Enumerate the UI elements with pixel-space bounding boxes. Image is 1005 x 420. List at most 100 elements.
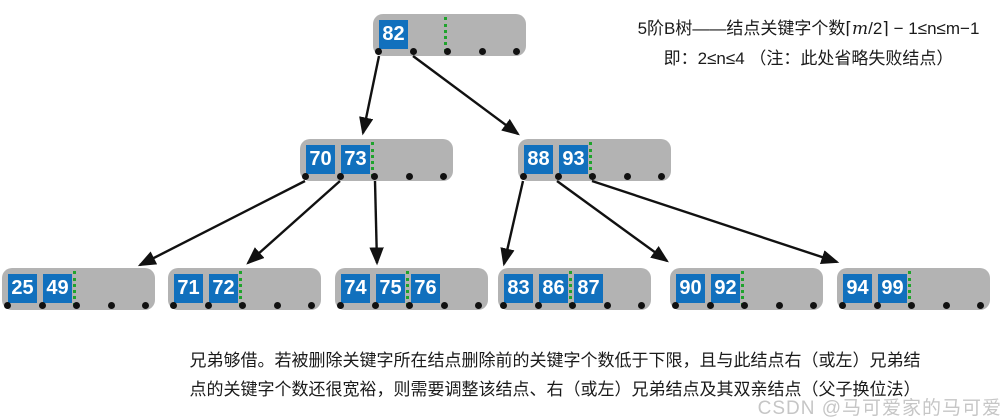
min-fill-divider: [741, 271, 744, 306]
key-box: 74: [341, 274, 370, 303]
child-pointer-dot: [406, 302, 414, 309]
child-pointer-dot: [589, 173, 597, 180]
edge-root-to-internal-right: [412, 55, 520, 136]
key-box: 71: [174, 274, 203, 303]
min-fill-divider: [569, 271, 572, 306]
child-pointer-dot: [942, 302, 950, 309]
child-pointer-dot: [810, 302, 818, 309]
child-pointer-dot: [440, 173, 448, 180]
child-pointer-dot: [554, 173, 562, 180]
min-fill-divider: [239, 271, 242, 306]
key-box: 75: [376, 274, 405, 303]
child-pointer-dot: [308, 302, 316, 309]
child-pointer-dot: [658, 173, 666, 180]
btree-node-internal-left: 70 73: [300, 139, 453, 181]
child-pointer-dot: [873, 302, 881, 309]
child-pointer-dot: [706, 302, 714, 309]
child-pointer-dot: [623, 173, 631, 180]
key-box: 86: [539, 274, 568, 303]
min-fill-divider: [589, 142, 592, 177]
min-fill-divider: [908, 271, 911, 306]
child-pointer-dot: [672, 302, 679, 309]
child-pointer-dot: [239, 302, 247, 309]
child-pointer-dot: [638, 302, 646, 309]
key-box: 94: [843, 274, 872, 303]
child-pointer-dot: [170, 302, 177, 309]
csdn-watermark: CSDN @马可爱家的马可爱: [757, 398, 1002, 419]
key-box: 99: [878, 274, 907, 303]
edge-internal-right-to-leaf-6: [591, 179, 840, 264]
child-pointer-dot: [977, 302, 985, 309]
child-pointer-dot: [142, 302, 150, 309]
title-math-m: m: [852, 19, 869, 39]
child-pointer-dot: [440, 302, 448, 309]
title-line1-prefix: 5阶B树——结点关键字个数⌈: [637, 19, 852, 38]
min-fill-divider: [73, 271, 76, 306]
child-pointer-dot: [444, 48, 452, 55]
key-box: 92: [711, 274, 740, 303]
child-pointer-dot: [475, 302, 483, 309]
child-pointer-dot: [520, 173, 527, 180]
child-pointer-dot: [500, 302, 507, 309]
btree-node-root: 82: [373, 14, 526, 56]
key-box: 70: [306, 145, 335, 174]
child-pointer-dot: [741, 302, 749, 309]
title-annotation: 5阶B树——结点关键字个数⌈m/2⌉ − 1≤n≤m−1 即：2≤n≤4 （注：…: [612, 14, 1005, 73]
edge-internal-right-to-leaf-5: [556, 180, 669, 263]
child-pointer-dot: [273, 302, 281, 309]
btree-node-leaf-2: 71 72: [168, 268, 321, 310]
edge-root-to-internal-left: [359, 55, 381, 136]
key-box: 25: [8, 274, 37, 303]
btree-node-leaf-6: 94 99: [837, 268, 990, 310]
child-pointer-dot: [534, 302, 542, 309]
key-box: 49: [43, 274, 72, 303]
child-pointer-dot: [603, 302, 611, 309]
child-pointer-dot: [775, 302, 783, 309]
child-pointer-dot: [73, 302, 81, 309]
child-pointer-dot: [4, 302, 11, 309]
child-pointer-dot: [107, 302, 115, 309]
child-pointer-dot: [478, 48, 486, 55]
btree-node-leaf-5: 90 92: [670, 268, 823, 310]
child-pointer-dot: [302, 173, 309, 180]
min-fill-divider: [371, 142, 374, 177]
child-pointer-dot: [405, 173, 413, 180]
child-pointer-dot: [38, 302, 46, 309]
key-box: 76: [411, 274, 440, 303]
btree-node-leaf-4: 83 86 87: [498, 268, 651, 310]
key-box: 72: [209, 274, 238, 303]
footer-line1: 兄弟够借。若被删除关键字所在结点删除前的关键字个数低于下限，且与此结点右（或左）…: [189, 351, 921, 370]
key-box: 83: [504, 274, 533, 303]
edge-internal-left-to-leaf-2: [246, 180, 341, 265]
footer-explanation: 兄弟够借。若被删除关键字所在结点删除前的关键字个数低于下限，且与此结点右（或左）…: [100, 346, 1005, 404]
edge-internal-left-to-leaf-3: [369, 180, 384, 266]
key-box: 73: [341, 145, 370, 174]
key-box: 82: [379, 20, 408, 49]
key-box: 87: [574, 274, 603, 303]
child-pointer-dot: [513, 48, 521, 55]
child-pointer-dot: [371, 302, 379, 309]
key-box: 93: [559, 145, 588, 174]
child-pointer-dot: [908, 302, 916, 309]
btree-node-internal-right: 88 93: [518, 139, 671, 181]
key-box: 88: [524, 145, 553, 174]
min-fill-divider: [444, 17, 447, 52]
title-line1: 5阶B树——结点关键字个数⌈m/2⌉ − 1≤n≤m−1: [612, 14, 1005, 44]
child-pointer-dot: [839, 302, 846, 309]
edge-internal-right-to-leaf-4: [500, 180, 525, 267]
child-pointer-dot: [569, 302, 577, 309]
child-pointer-dot: [336, 173, 344, 180]
child-pointer-dot: [371, 173, 379, 180]
btree-node-leaf-1: 25 49: [2, 268, 155, 310]
key-box: 90: [676, 274, 705, 303]
edge-internal-left-to-leaf-1: [137, 179, 306, 267]
child-pointer-dot: [409, 48, 417, 55]
child-pointer-dot: [375, 48, 382, 55]
min-fill-divider: [406, 271, 409, 306]
btree-node-leaf-3: 74 75 76: [335, 268, 488, 310]
child-pointer-dot: [337, 302, 344, 309]
title-line2: 即：2≤n≤4 （注：此处省略失败结点）: [663, 49, 954, 68]
child-pointer-dot: [204, 302, 212, 309]
footer-line2: 点的关键字个数还很宽裕，则需要调整该结点、右（或左）兄弟结点及其双亲结点（父子换…: [189, 380, 921, 399]
